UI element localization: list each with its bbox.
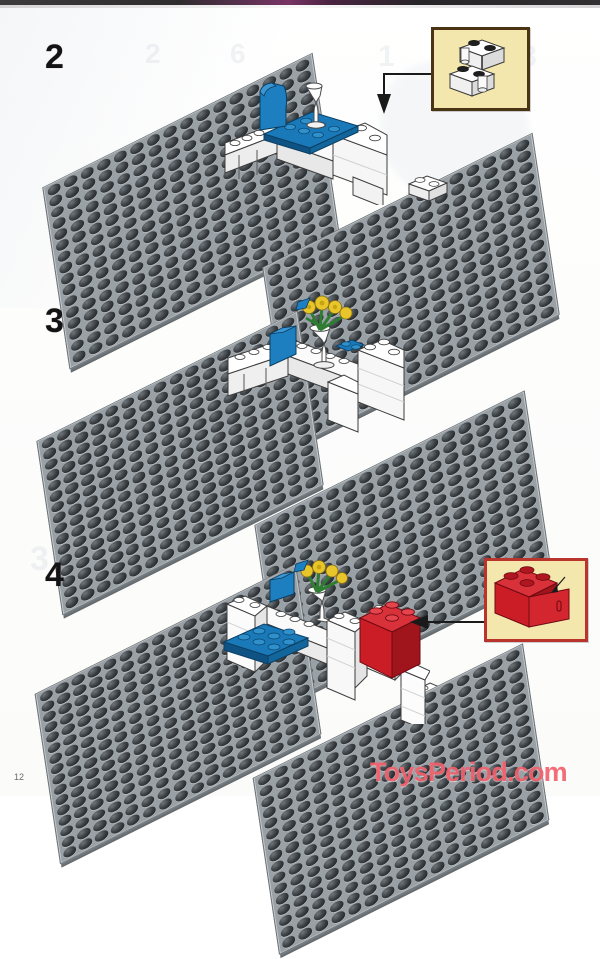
scan-top-edge-soft — [0, 5, 600, 8]
step-2-inset-bricks — [448, 39, 506, 97]
step-3: 3 — [0, 282, 600, 720]
step-2-loose-white-brick — [407, 175, 449, 202]
step-4-inset — [484, 558, 588, 642]
step-3-flowers-and-vase — [269, 295, 366, 369]
manual-page: 3 1 8 2 6 2 — [0, 0, 600, 796]
step-4-blue-plate — [222, 623, 310, 664]
step-4-red-brick — [358, 601, 422, 679]
page-number: 12 — [14, 772, 25, 782]
scan-top-edge — [0, 0, 600, 5]
step-2-number: 2 — [45, 38, 64, 76]
step-2-blue-furniture — [259, 82, 360, 155]
step-4-callout-arrow — [410, 615, 492, 629]
step-3-number: 3 — [45, 302, 64, 340]
step-4-flowers-and-slope — [269, 559, 348, 623]
step-4-inset-red-brick — [493, 566, 570, 628]
step-4: 4 — [0, 544, 600, 959]
step-2-inset — [431, 27, 530, 111]
step-2: 2 — [0, 0, 600, 453]
step-2-callout-arrow — [377, 73, 440, 114]
step-4-number: 4 — [45, 556, 64, 594]
watermark: ToysPeriod.com — [370, 757, 568, 787]
